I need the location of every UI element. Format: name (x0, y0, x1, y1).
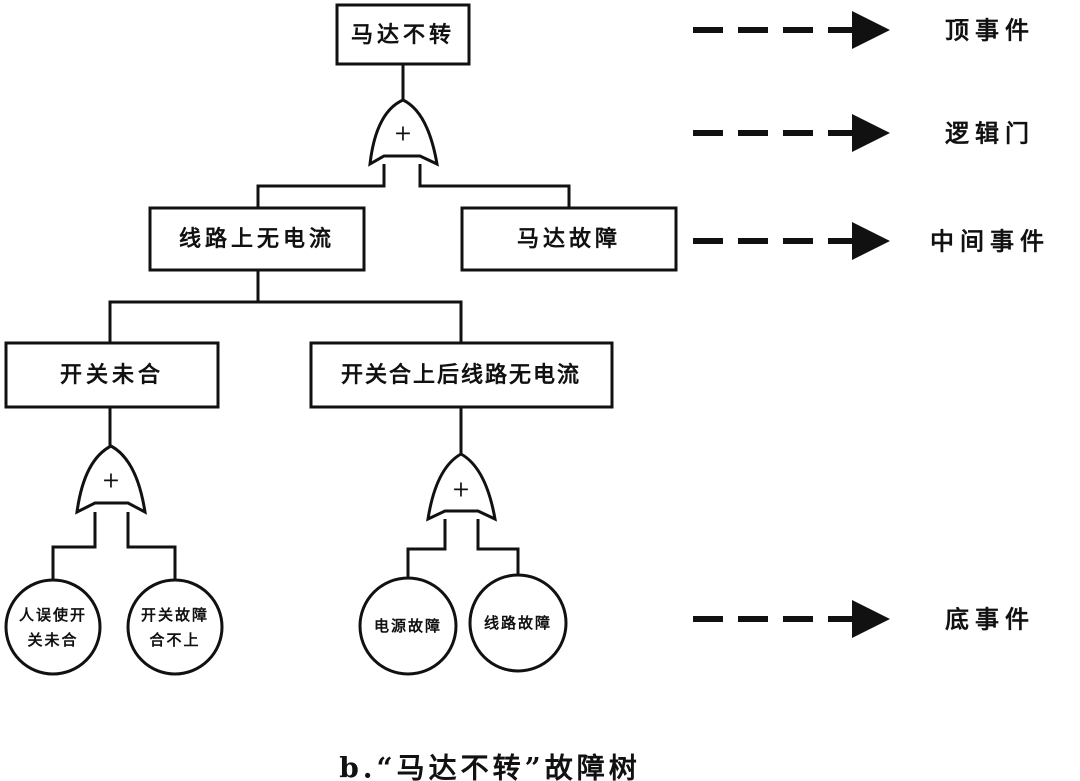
legend-basic-event: 底事件 (693, 600, 1035, 638)
or-gate-right: + (426, 452, 497, 522)
legend-top-event-label: 顶事件 (945, 16, 1035, 45)
intermediate-event-switch-not-closed-label: 开关未合 (60, 362, 164, 388)
basic-event-switch-fault-line1: 开关故障 (141, 606, 209, 624)
basic-event-human-error-line1: 人误使开 (19, 606, 87, 624)
legend-logic-gate: 逻辑门 (693, 114, 1035, 152)
or-gate-top: + (368, 98, 439, 167)
intermediate-event-no-current-label: 线路上无电流 (179, 226, 335, 252)
arrow-right-icon (852, 11, 890, 49)
basic-event-power-fault: 电源故障 (358, 576, 458, 676)
arrow-right-icon (852, 600, 890, 638)
intermediate-event-no-current-after-close-label: 开关合上后线路无电流 (341, 362, 581, 388)
intermediate-event-switch-not-closed-box: 开关未合 (4, 341, 220, 409)
intermediate-event-motor-fault-box: 马达故障 (460, 206, 678, 272)
legend: 顶事件 逻辑门 中间事件 底事件 (693, 11, 1050, 638)
legend-intermediate-event-label: 中间事件 (930, 227, 1050, 256)
figure-caption: b.“马达不转”故障树 (339, 752, 641, 781)
top-event-box: 马达不转 (335, 3, 471, 66)
basic-event-switch-fault-line2: 合不上 (148, 631, 200, 649)
legend-intermediate-event: 中间事件 (693, 222, 1050, 260)
basic-event-switch-fault: 开关故障 合不上 (126, 578, 224, 676)
basic-event-power-fault-label: 电源故障 (374, 617, 442, 635)
top-event-label: 马达不转 (351, 22, 455, 48)
basic-event-line-fault: 线路故障 (468, 573, 568, 673)
or-gate-left-symbol: + (102, 469, 120, 494)
intermediate-event-no-current-box: 线路上无电流 (148, 206, 366, 272)
basic-event-human-error-line2: 关未合 (27, 631, 78, 649)
arrow-right-icon (852, 114, 890, 152)
legend-logic-gate-label: 逻辑门 (945, 119, 1035, 148)
arrow-right-icon (852, 222, 890, 260)
or-gate-top-symbol: + (394, 122, 412, 147)
intermediate-event-motor-fault-label: 马达故障 (517, 226, 621, 252)
connector-lines (51, 64, 571, 580)
basic-event-human-error: 人误使开 关未合 (4, 578, 102, 676)
or-gate-left: + (75, 444, 147, 515)
or-gate-right-symbol: + (452, 478, 470, 503)
legend-basic-event-label: 底事件 (945, 605, 1035, 634)
legend-top-event: 顶事件 (693, 11, 1035, 49)
basic-event-line-fault-label: 线路故障 (484, 614, 552, 632)
intermediate-event-no-current-after-close-box: 开关合上后线路无电流 (309, 341, 614, 409)
